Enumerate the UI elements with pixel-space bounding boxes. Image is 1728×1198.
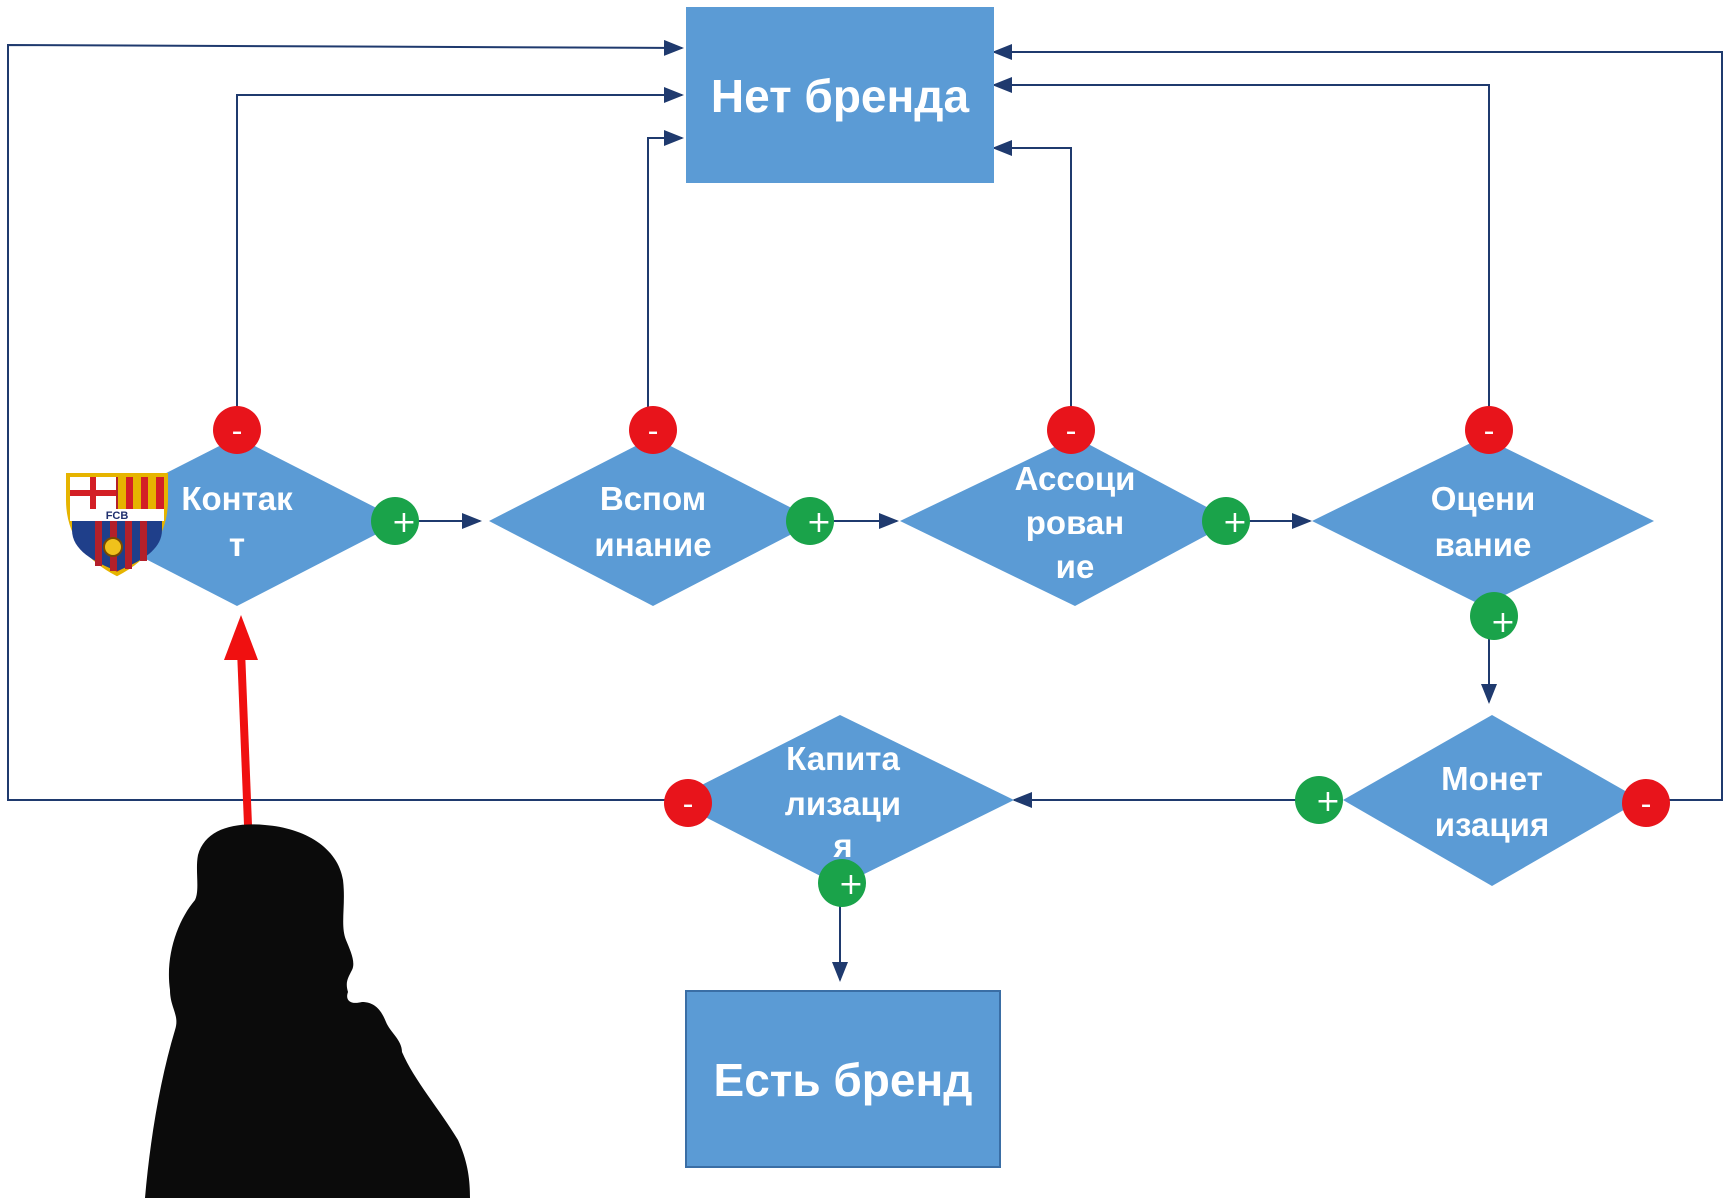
node-association: Ассоци рован ие <box>900 437 1233 606</box>
svg-text:-: - <box>232 414 243 449</box>
node-monetization-line-1: Монет <box>1441 760 1543 797</box>
svg-text:+: + <box>391 505 416 540</box>
svg-text:-: - <box>1484 414 1495 449</box>
minus-badge-association: - <box>1047 406 1095 454</box>
svg-text:-: - <box>683 787 694 822</box>
node-evaluation-line-1: Оцени <box>1431 480 1536 517</box>
no-brand-label: Нет бренда <box>711 70 970 122</box>
plus-badge-capitalization: + <box>818 859 866 907</box>
svg-text:+: + <box>838 867 863 902</box>
plus-badge-recall: + <box>786 497 834 545</box>
node-capitalization-line-1: Капита <box>786 740 900 777</box>
minus-badges: - - - - - - <box>213 406 1670 827</box>
svg-text:+: + <box>1315 784 1340 819</box>
connector-outer-left-to-no-brand <box>7 39 684 801</box>
svg-text:-: - <box>1066 414 1077 449</box>
node-association-line-2: рован <box>1026 504 1124 541</box>
minus-badge-monetization: - <box>1622 779 1670 827</box>
minus-badge-evaluation: - <box>1465 406 1513 454</box>
connector-association-to-no-brand <box>992 140 1072 430</box>
svg-text:+: + <box>806 505 831 540</box>
fc-barcelona-crest-logo: FCB <box>66 473 168 577</box>
connector-outer-right-to-no-brand <box>992 44 1723 801</box>
node-recall: Вспом инание <box>489 437 817 606</box>
node-contact-line-2: т <box>229 526 245 563</box>
node-capitalization: Капита лизаци я <box>672 715 1014 886</box>
plus-badge-contact: + <box>371 497 419 545</box>
node-capitalization-line-2: лизаци <box>785 785 901 822</box>
minus-badge-recall: - <box>629 406 677 454</box>
node-monetization-line-2: изация <box>1435 806 1549 843</box>
node-contact-line-1: Контак <box>181 480 293 517</box>
svg-text:-: - <box>1641 787 1652 822</box>
no-brand-box: Нет бренда <box>686 7 994 183</box>
minus-badge-capitalization: - <box>664 779 712 827</box>
node-evaluation-line-2: вание <box>1435 526 1532 563</box>
plus-badge-evaluation: + <box>1470 592 1518 640</box>
node-recall-line-2: инание <box>594 526 711 563</box>
node-evaluation: Оцени вание <box>1312 437 1654 606</box>
node-capitalization-line-3: я <box>832 827 852 864</box>
svg-text:+: + <box>1222 505 1247 540</box>
man-silhouette-image <box>145 824 470 1198</box>
plus-badge-monetization: + <box>1295 776 1343 824</box>
plus-badges: + + + + + + <box>371 497 1518 907</box>
fc-barcelona-crest-text: FCB <box>106 510 129 522</box>
connectors <box>7 39 1723 982</box>
node-association-line-1: Ассоци <box>1015 460 1136 497</box>
minus-badge-contact: - <box>213 406 261 454</box>
svg-text:-: - <box>648 414 659 449</box>
svg-text:+: + <box>1490 605 1515 640</box>
has-brand-label: Есть бренд <box>714 1054 973 1106</box>
connector-recall-to-no-brand <box>647 130 684 430</box>
connector-contact-to-no-brand <box>236 87 684 430</box>
node-monetization: Монет изация <box>1343 715 1641 886</box>
red-pointer-arrow <box>224 615 258 826</box>
connector-evaluation-to-no-brand <box>992 77 1490 430</box>
node-association-line-3: ие <box>1056 548 1095 585</box>
plus-badge-association: + <box>1202 497 1250 545</box>
node-recall-line-1: Вспом <box>600 480 706 517</box>
has-brand-box: Есть бренд <box>685 990 1001 1168</box>
